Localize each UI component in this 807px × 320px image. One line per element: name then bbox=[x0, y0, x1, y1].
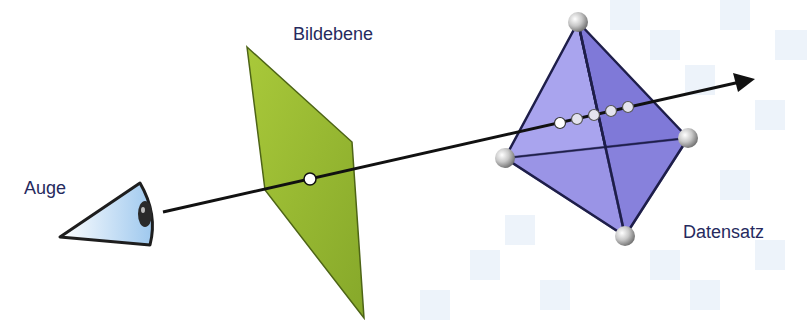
dataset-label: Datensatz bbox=[683, 222, 764, 244]
background-tiles bbox=[420, 0, 807, 320]
image-plane bbox=[247, 47, 364, 318]
eye-label: Auge bbox=[24, 178, 66, 200]
view-ray bbox=[163, 73, 755, 212]
plane-label: Bildebene bbox=[293, 24, 373, 46]
vertex-spheres bbox=[495, 12, 698, 246]
eye-icon bbox=[60, 183, 152, 245]
